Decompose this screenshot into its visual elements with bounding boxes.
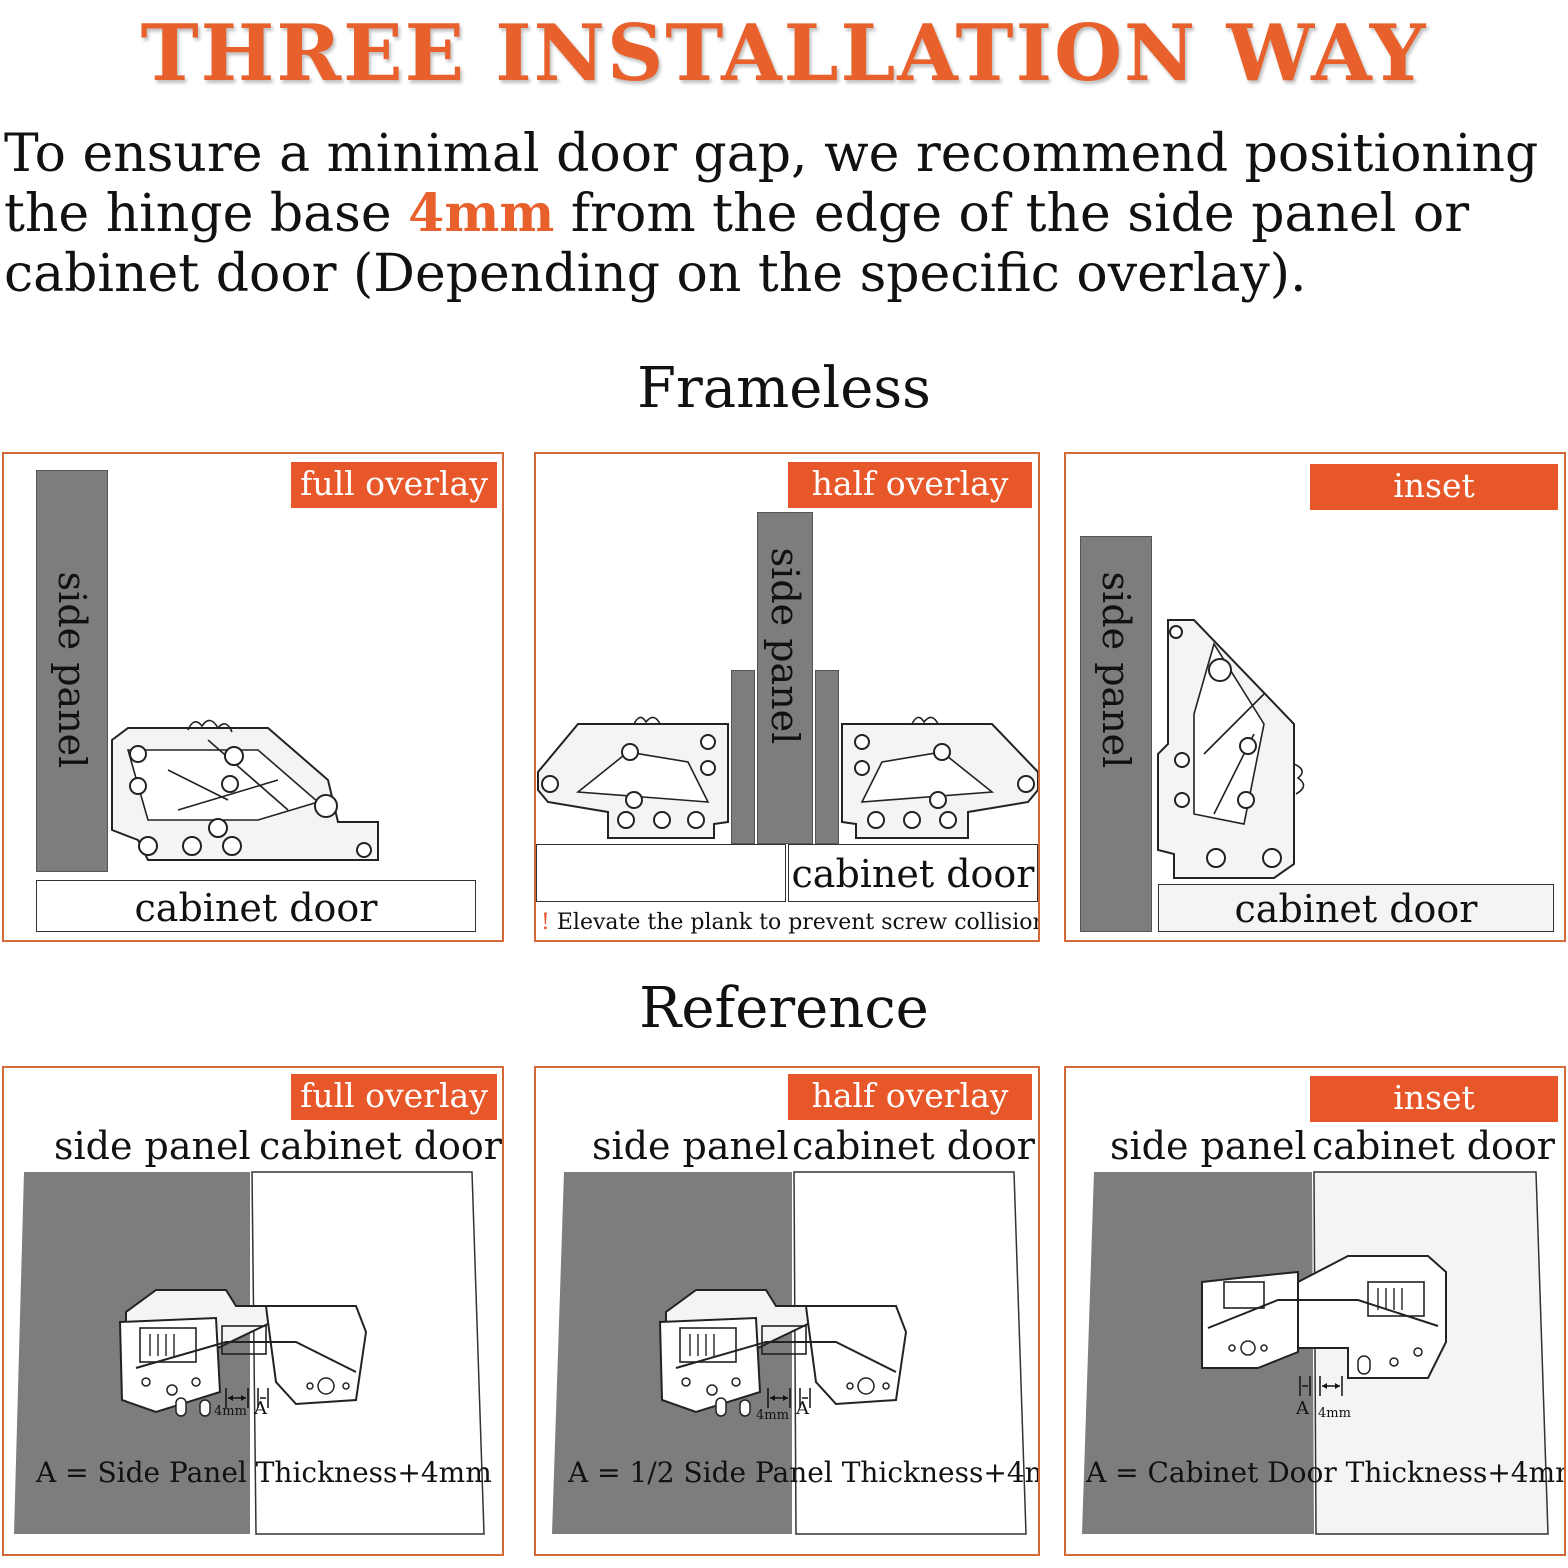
side-panel-label: side panel <box>592 1124 789 1168</box>
frameless-full-overlay-panel: full overlay side panel cabinet door <box>2 452 504 942</box>
side-panel-edge-left <box>731 670 755 844</box>
hinge-left-icon <box>537 716 729 839</box>
side-panel-label: side panel <box>1094 571 1138 769</box>
side-panel-block <box>757 512 813 844</box>
left-door-plank <box>536 844 786 902</box>
side-panel-edge-right <box>815 670 839 844</box>
hinge-icon <box>1157 619 1305 879</box>
side-panel-label: side panel <box>54 1124 251 1168</box>
reference-inset-panel: inset side panel cabinet door A 4mm A = … <box>1064 1066 1566 1556</box>
a-marker: A <box>796 1398 809 1419</box>
gap-4mm-label: 4mm <box>214 1404 247 1419</box>
frameless-heading: Frameless <box>637 356 931 421</box>
warning-mark: ! <box>541 910 550 935</box>
side-panel-label: side panel <box>763 547 807 745</box>
reference-full-overlay-panel: full overlay side panel cabinet door 4mm… <box>2 1066 504 1556</box>
note-text: Elevate the plank to prevent screw colli… <box>556 910 1040 935</box>
cabinet-door-label: cabinet door <box>1158 884 1554 932</box>
intro-text-before: To ensure a minimal door gap, we recomme… <box>4 124 1539 244</box>
side-panel-block <box>36 470 108 872</box>
cabinet-door-label: cabinet door <box>36 880 476 932</box>
gap-dimension-icon <box>767 1388 811 1408</box>
tag-inset: inset <box>1310 1076 1558 1122</box>
frameless-half-overlay-panel: half overlay side panel cabinet door ! E… <box>534 452 1040 942</box>
gap-4mm-label: 4mm <box>756 1408 789 1423</box>
tag-half-overlay: half overlay <box>788 1074 1032 1120</box>
reference-heading: Reference <box>639 976 929 1041</box>
a-marker: A <box>1296 1398 1309 1419</box>
reference-half-overlay-panel: half overlay side panel cabinet door 4mm… <box>534 1066 1040 1556</box>
intro-text-after: from the edge of the side panel or cabin… <box>4 184 1470 304</box>
side-panel-label: side panel <box>50 571 94 769</box>
gap-dimension-icon <box>225 1388 269 1408</box>
tag-full-overlay: full overlay <box>291 462 497 508</box>
side-panel-label: side panel <box>1110 1124 1307 1168</box>
frameless-inset-panel: inset side panel cabinet door <box>1064 452 1566 942</box>
elevate-plank-note: ! Elevate the plank to prevent screw col… <box>541 910 1040 935</box>
formula-text: A = Side Panel Thickness+4mm <box>36 1456 492 1489</box>
hinge-icon <box>658 1289 908 1417</box>
page-title: THREE INSTALLATION WAY <box>140 8 1428 99</box>
cabinet-door-label: cabinet door <box>259 1124 502 1168</box>
intro-highlight-4mm: 4mm <box>408 183 555 244</box>
gap-dimension-icon <box>1299 1376 1343 1396</box>
hinge-right-icon <box>841 716 1038 839</box>
hinge-icon <box>118 1289 368 1417</box>
intro-text: To ensure a minimal door gap, we recomme… <box>4 124 1564 304</box>
gap-4mm-label: 4mm <box>1318 1406 1351 1421</box>
cabinet-door-label: cabinet door <box>788 844 1038 902</box>
cabinet-door-label: cabinet door <box>792 1124 1035 1168</box>
tag-inset: inset <box>1310 464 1558 510</box>
side-panel-block <box>1080 536 1152 932</box>
formula-text: A = Cabinet Door Thickness+4mm <box>1086 1456 1566 1489</box>
hinge-icon <box>111 719 379 861</box>
hinge-icon <box>1201 1255 1447 1379</box>
cabinet-door-label: cabinet door <box>1312 1124 1555 1168</box>
tag-half-overlay: half overlay <box>788 462 1032 508</box>
formula-text: A = 1/2 Side Panel Thickness+4mm <box>568 1456 1040 1489</box>
tag-full-overlay: full overlay <box>291 1074 497 1120</box>
a-marker: A <box>254 1398 267 1419</box>
